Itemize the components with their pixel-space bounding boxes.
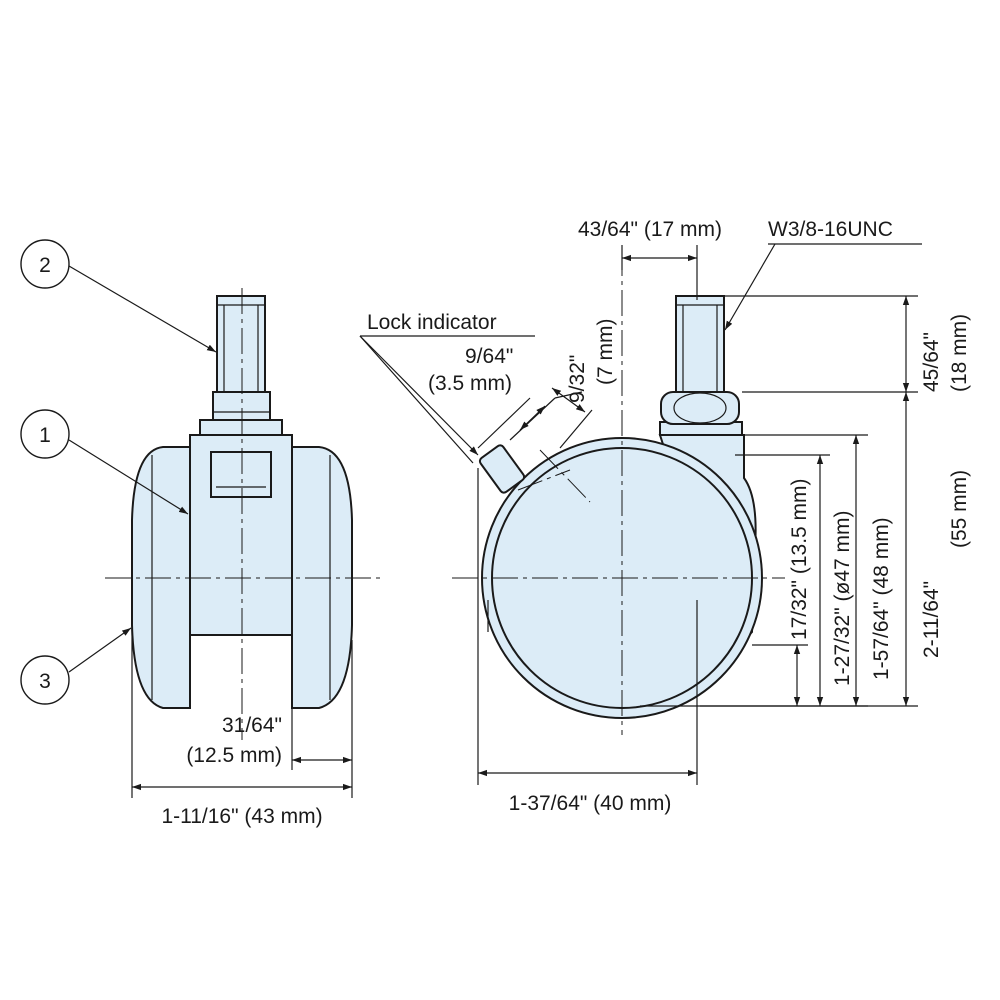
- lock-indicator-label: Lock indicator: [367, 311, 497, 334]
- indicator-width-in: 9/32": [566, 355, 589, 403]
- total-height-mm: (55 mm): [948, 470, 971, 548]
- indicator-dim-line: [519, 405, 546, 431]
- threaded-stem: [216, 295, 266, 393]
- wheel-dia-a: 17/32" (13.5 mm): [788, 478, 811, 640]
- lock-window: [210, 451, 272, 498]
- thread-spec-leader: [724, 243, 776, 331]
- front-view: 2 1 3 31/64" (12.5 mm) 1-11/16" (43 mm): [20, 239, 380, 828]
- offset-dim: 43/64" (17 mm): [578, 218, 722, 241]
- swivel-collar: [660, 391, 740, 425]
- callout-1-bubble: [20, 409, 70, 459]
- thread-spec: W3/8-16UNC: [768, 218, 893, 241]
- stem-height-in: 45/64": [920, 332, 943, 392]
- callout-2-leader: [68, 265, 217, 353]
- overall-length: 1-37/64" (40 mm): [509, 792, 672, 815]
- indicator-width-mm: (7 mm): [594, 319, 617, 386]
- wheel-dia-b: 1-27/32" (ø47 mm): [831, 510, 854, 686]
- side-view: Lock indicator 9/64" (3.5 mm) 9/32" (7 m…: [359, 218, 971, 815]
- side-threaded-stem: [675, 295, 725, 393]
- indicator-dim-mm: (3.5 mm): [428, 372, 512, 395]
- callout-2: 2: [39, 254, 51, 277]
- tread-width-mm: (12.5 mm): [186, 744, 282, 767]
- callout-3: 3: [39, 670, 51, 693]
- lock-indicator: [478, 444, 526, 494]
- callout-1-leader: [68, 439, 189, 515]
- mounting-plate: [199, 419, 283, 436]
- indicator-dim-in: 9/64": [465, 345, 513, 368]
- callout-2-bubble: [20, 239, 70, 289]
- tread-width-in: 31/64": [222, 714, 282, 737]
- callout-3-bubble: [20, 655, 70, 705]
- wheel-dia-c: 1-57/64" (48 mm): [870, 517, 893, 680]
- overall-width: 1-11/16" (43 mm): [161, 805, 322, 828]
- total-height-in: 2-11/64": [920, 581, 943, 658]
- lock-indicator-leader: [359, 335, 479, 456]
- stem-height-mm: (18 mm): [948, 314, 971, 392]
- callout-1: 1: [39, 424, 51, 447]
- callout-3-leader: [68, 627, 132, 673]
- indicator-width-dim-line: [551, 387, 586, 413]
